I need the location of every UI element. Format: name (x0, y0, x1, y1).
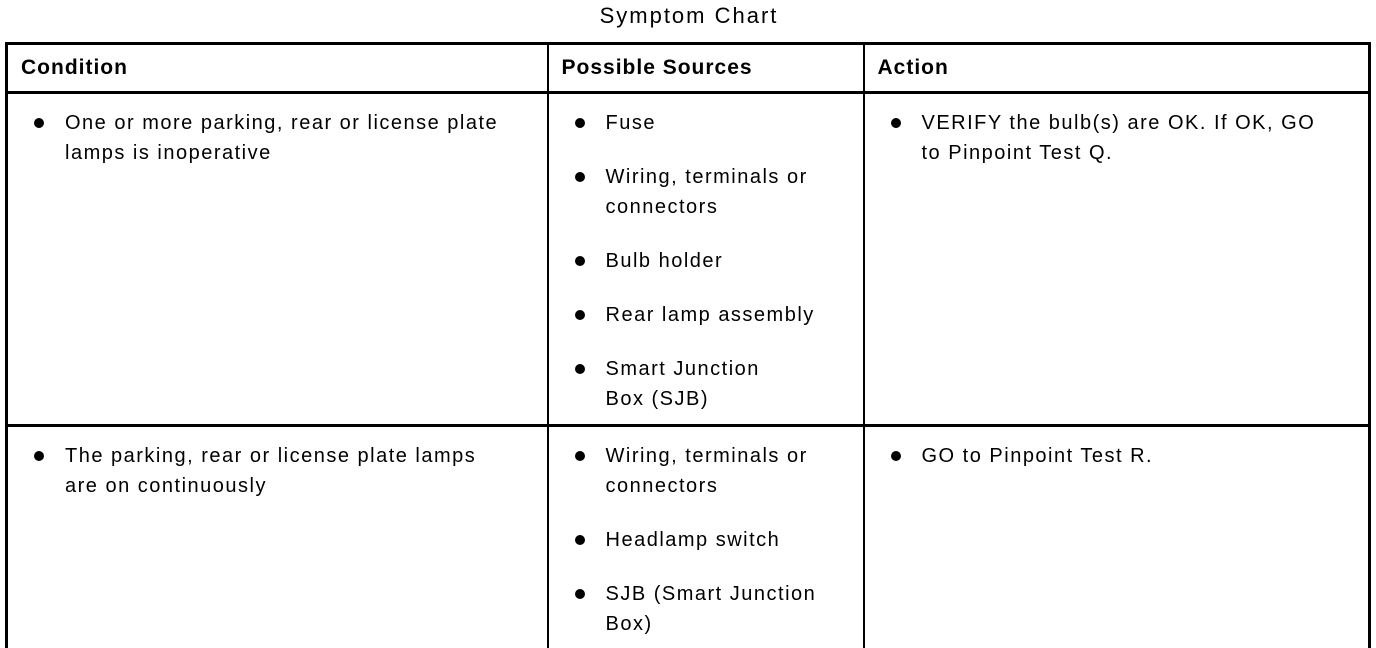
list-item: GO to Pinpoint Test R. (865, 441, 1361, 471)
bullet-icon (574, 172, 585, 182)
bullet-icon (34, 451, 44, 461)
bullet-icon (34, 118, 44, 128)
page-title: Symptom Chart (599, 3, 779, 28)
list-item: VERIFY the bulb(s) are OK. If OK, GO to … (865, 108, 1361, 168)
bullet-icon (890, 118, 901, 128)
action-text: VERIFY the bulb(s) are OK. If OK, GO to … (921, 112, 1316, 164)
source-text: SJB (Smart Junction Box) (605, 583, 817, 635)
list-item: Fuse (549, 108, 855, 138)
bullet-icon (890, 451, 901, 461)
list-item: Headlamp switch (549, 525, 855, 555)
action-cell: GO to Pinpoint Test R. (862, 424, 1370, 648)
condition-list: One or more parking, rear or license pla… (8, 108, 539, 168)
condition-text: One or more parking, rear or license pla… (65, 112, 499, 164)
list-item: The parking, rear or license plate lamps… (8, 441, 539, 501)
column-header-action: Action (862, 43, 1370, 94)
condition-cell: One or more parking, rear or license pla… (7, 93, 548, 426)
source-text: Bulb holder (605, 250, 724, 272)
bullet-icon (574, 118, 585, 128)
action-list: GO to Pinpoint Test R. (865, 441, 1361, 471)
action-cell: VERIFY the bulb(s) are OK. If OK, GO to … (862, 92, 1370, 426)
source-text: Rear lamp assembly (605, 304, 815, 326)
possible-sources-list: Wiring, terminals or connectors Headlamp… (549, 441, 855, 639)
possible-sources-cell: Wiring, terminals or connectors Headlamp… (546, 424, 864, 648)
list-item: Smart Junction Box (SJB) (549, 354, 855, 414)
source-text: Fuse (605, 112, 656, 134)
bullet-icon (574, 364, 585, 374)
source-text: Headlamp switch (605, 529, 781, 551)
column-header-condition: Condition (6, 43, 548, 94)
table-row: The parking, rear or license plate lamps… (6, 424, 1370, 648)
column-header-possible-sources: Possible Sources (546, 43, 864, 94)
condition-list: The parking, rear or license plate lamps… (8, 441, 539, 501)
bullet-icon (574, 589, 585, 599)
possible-sources-cell: Fuse Wiring, terminals or connectors Bul… (546, 92, 864, 426)
bullet-icon (574, 310, 585, 320)
condition-cell: The parking, rear or license plate lamps… (6, 424, 548, 648)
source-text: Smart Junction Box (SJB) (605, 358, 760, 410)
table-row: One or more parking, rear or license pla… (7, 92, 1370, 426)
list-item: One or more parking, rear or license pla… (8, 108, 539, 168)
condition-text: The parking, rear or license plate lamps… (65, 445, 477, 497)
list-item: SJB (Smart Junction Box) (549, 579, 855, 639)
header-row: Condition Possible Sources Action (6, 43, 1370, 94)
list-item: Wiring, terminals or connectors (549, 162, 855, 222)
bullet-icon (574, 535, 585, 545)
list-item: Rear lamp assembly (549, 300, 855, 330)
source-text: Wiring, terminals or connectors (605, 445, 808, 497)
bullet-icon (574, 256, 585, 266)
possible-sources-list: Fuse Wiring, terminals or connectors Bul… (549, 108, 855, 414)
list-item: Bulb holder (549, 246, 855, 276)
list-item: Wiring, terminals or connectors (549, 441, 855, 501)
source-text: Wiring, terminals or connectors (605, 166, 808, 218)
symptom-chart-table: Condition Possible Sources Action One or… (5, 42, 1371, 648)
action-list: VERIFY the bulb(s) are OK. If OK, GO to … (865, 108, 1361, 168)
action-text: GO to Pinpoint Test R. (921, 445, 1154, 467)
bullet-icon (574, 451, 585, 461)
